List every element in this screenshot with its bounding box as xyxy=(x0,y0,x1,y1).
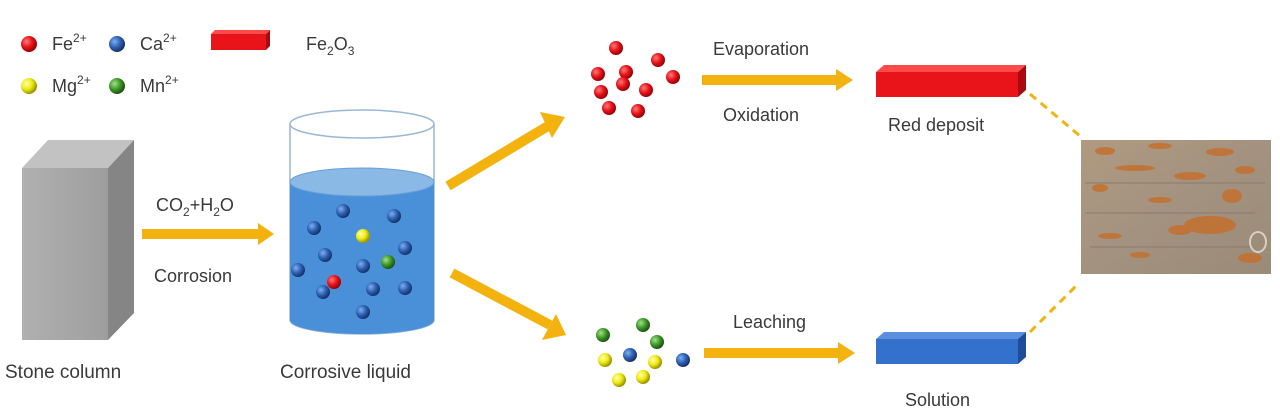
legend-fe2o3-label: Fe2O3 xyxy=(306,34,355,58)
mixed-ion-cluster xyxy=(596,318,690,387)
connector-upper xyxy=(1029,92,1081,138)
ion-ca xyxy=(336,204,350,218)
ion-mn xyxy=(636,318,650,332)
solution-label: Solution xyxy=(905,390,970,410)
red-deposit-block xyxy=(876,65,1026,97)
ion-fe xyxy=(594,85,608,99)
ion-ca xyxy=(676,353,690,367)
legend-ca-label: Ca2+ xyxy=(140,31,177,54)
ion-fe xyxy=(327,275,341,289)
ion-fe xyxy=(666,70,680,84)
ion-ca xyxy=(307,221,321,235)
ion-mg xyxy=(612,373,626,387)
lower-branch-arrow xyxy=(449,268,566,340)
solution-block xyxy=(876,332,1026,364)
legend-fe-marker xyxy=(21,36,37,52)
ion-fe xyxy=(609,41,623,55)
ion-fe xyxy=(591,67,605,81)
ion-ca xyxy=(318,248,332,262)
legend-mn-marker xyxy=(109,78,125,94)
ion-ca xyxy=(398,241,412,255)
connector-lower xyxy=(1028,282,1080,334)
ion-ca xyxy=(366,282,380,296)
legend-mg-marker xyxy=(21,78,37,94)
ion-fe xyxy=(616,77,630,91)
upper-branch-arrow xyxy=(445,112,565,191)
ion-mn xyxy=(650,335,664,349)
ion-fe xyxy=(619,65,633,79)
corrosive-liquid-label: Corrosive liquid xyxy=(280,362,411,383)
evaporation-label: Evaporation xyxy=(713,39,809,59)
legend-mg-label: Mg2+ xyxy=(52,73,91,96)
ion-mg xyxy=(598,353,612,367)
ion-fe xyxy=(602,101,616,115)
stone-column xyxy=(22,140,134,340)
legend-mn-label: Mn2+ xyxy=(140,73,179,96)
corrosion-arrow xyxy=(142,223,274,245)
weathered-stone-photo xyxy=(1081,140,1271,274)
leaching-arrow xyxy=(704,342,855,364)
leaching-label: Leaching xyxy=(733,312,806,332)
ion-mn xyxy=(381,255,395,269)
oxidation-label: Oxidation xyxy=(723,105,799,125)
ion-ca xyxy=(316,285,330,299)
fe-ion-cluster xyxy=(591,41,680,118)
ion-mg xyxy=(636,370,650,384)
stone-column-label: Stone column xyxy=(5,362,121,383)
red-deposit-label: Red deposit xyxy=(888,115,984,135)
legend-ca-marker xyxy=(109,36,125,52)
ion-mn xyxy=(596,328,610,342)
reagent-label: CO2+H2O xyxy=(156,195,234,219)
ion-ca xyxy=(291,263,305,277)
ion-mg xyxy=(648,355,662,369)
ion-fe xyxy=(631,104,645,118)
ion-fe xyxy=(639,83,653,97)
corrosion-label: Corrosion xyxy=(154,266,232,286)
legend-fe2o3-block xyxy=(211,30,270,50)
legend-fe-label: Fe2+ xyxy=(52,31,87,54)
ion-ca xyxy=(387,209,401,223)
legend: Fe2+ Ca2+ Fe2O3 Mg2+ Mn2+ xyxy=(21,30,355,96)
ion-ca xyxy=(356,259,370,273)
ion-fe xyxy=(651,53,665,67)
evaporation-arrow xyxy=(702,69,853,91)
beaker-ions xyxy=(291,204,412,319)
ion-ca xyxy=(623,348,637,362)
ion-mg xyxy=(356,229,370,243)
ion-ca xyxy=(356,305,370,319)
ion-ca xyxy=(398,281,412,295)
